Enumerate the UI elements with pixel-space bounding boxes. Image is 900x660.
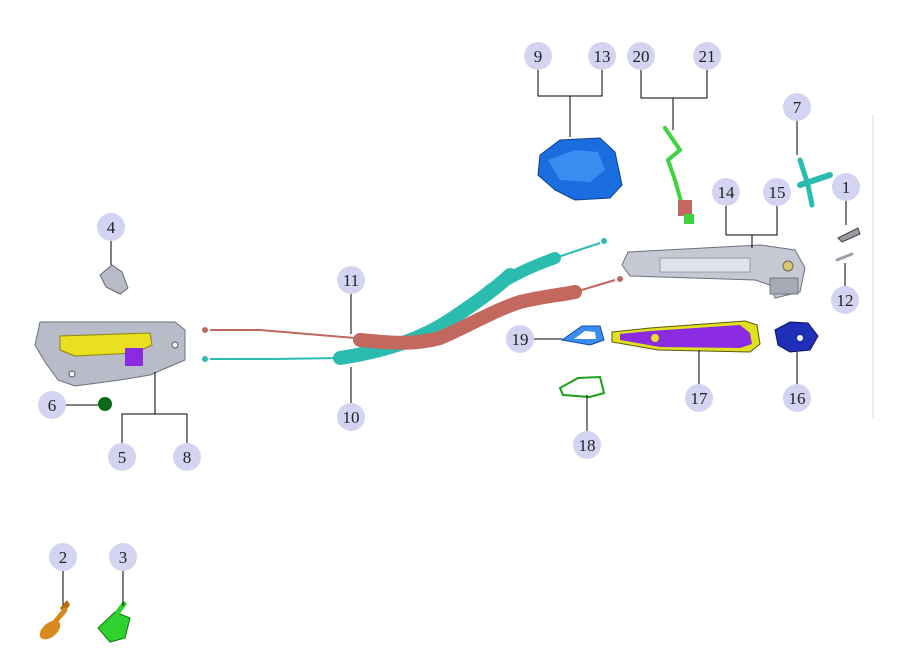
svg-text:15: 15 — [769, 183, 786, 202]
svg-text:3: 3 — [119, 548, 128, 567]
part-4-clip[interactable] — [99, 264, 129, 295]
callout-2[interactable]: 2 — [49, 543, 77, 571]
outer-handle[interactable] — [611, 320, 761, 353]
callout-1[interactable]: 1 — [832, 173, 860, 201]
callout-9[interactable]: 9 — [524, 42, 552, 70]
svg-text:1: 1 — [842, 178, 851, 197]
end-cap[interactable] — [774, 321, 819, 353]
callout-12[interactable]: 12 — [831, 286, 859, 314]
svg-text:20: 20 — [633, 47, 650, 66]
svg-text:21: 21 — [699, 47, 716, 66]
part-2-screw[interactable] — [36, 600, 70, 643]
svg-text:2: 2 — [59, 548, 68, 567]
part-3-clip[interactable] — [97, 601, 131, 643]
svg-text:14: 14 — [718, 183, 736, 202]
part-7-key[interactable] — [797, 157, 833, 208]
callout-10[interactable]: 10 — [337, 403, 365, 431]
callout-17[interactable]: 17 — [685, 384, 713, 412]
callout-21[interactable]: 21 — [693, 42, 721, 70]
svg-text:8: 8 — [183, 448, 192, 467]
part-19-gasket[interactable] — [560, 325, 605, 346]
part-1-screw[interactable] — [837, 227, 861, 243]
callout-18[interactable]: 18 — [573, 431, 601, 459]
callout-15[interactable]: 15 — [763, 178, 791, 206]
callout-19[interactable]: 19 — [506, 325, 534, 353]
cable-11[interactable] — [202, 276, 623, 350]
callout-4[interactable]: 4 — [97, 213, 125, 241]
part-6-plug[interactable] — [98, 397, 112, 411]
callout-20[interactable]: 20 — [627, 42, 655, 70]
part-12-pin[interactable] — [835, 252, 854, 262]
svg-text:6: 6 — [48, 396, 57, 415]
svg-text:13: 13 — [594, 47, 611, 66]
inner-handle-assembly[interactable] — [34, 321, 186, 387]
svg-text:10: 10 — [343, 408, 360, 427]
leader-lines — [62, 68, 847, 606]
lock-rod[interactable] — [663, 126, 694, 224]
callout-7[interactable]: 7 — [783, 93, 811, 121]
callout-11[interactable]: 11 — [337, 266, 365, 294]
svg-text:11: 11 — [343, 271, 359, 290]
callout-6[interactable]: 6 — [38, 391, 66, 419]
svg-text:5: 5 — [118, 448, 127, 467]
svg-text:7: 7 — [793, 98, 802, 117]
door-lock-actuator[interactable] — [537, 137, 623, 201]
callout-16[interactable]: 16 — [783, 384, 811, 412]
cable-10[interactable] — [202, 238, 607, 365]
outer-handle-bracket[interactable] — [621, 244, 806, 299]
callout-13[interactable]: 13 — [588, 42, 616, 70]
svg-text:4: 4 — [107, 218, 116, 237]
svg-text:19: 19 — [512, 330, 529, 349]
svg-text:18: 18 — [579, 436, 596, 455]
callout-3[interactable]: 3 — [109, 543, 137, 571]
callout-8[interactable]: 8 — [173, 443, 201, 471]
svg-text:16: 16 — [789, 389, 806, 408]
svg-text:9: 9 — [534, 47, 543, 66]
part-18-gasket[interactable] — [558, 375, 606, 399]
svg-text:12: 12 — [837, 291, 854, 310]
svg-text:17: 17 — [691, 389, 709, 408]
callout-5[interactable]: 5 — [108, 443, 136, 471]
callout-14[interactable]: 14 — [712, 178, 740, 206]
